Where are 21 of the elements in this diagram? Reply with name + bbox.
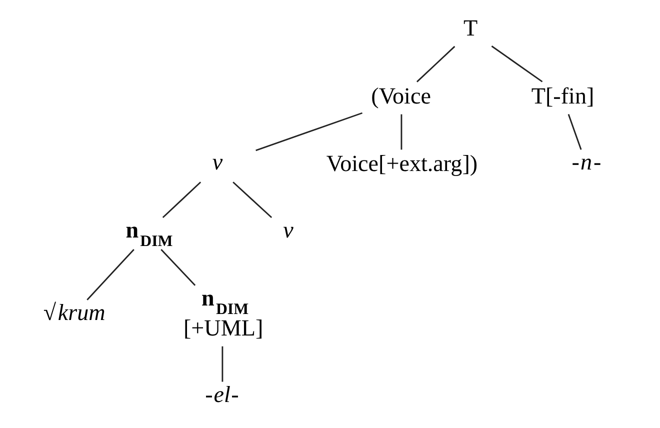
connector: [232, 182, 272, 218]
node-text: v: [283, 216, 294, 243]
node-text: -n-: [572, 148, 602, 175]
node-text: √krum: [43, 298, 106, 325]
connector: [400, 114, 402, 150]
connector: [222, 346, 224, 382]
node-text: T: [464, 14, 478, 40]
connector: [256, 112, 362, 152]
connector: [162, 182, 202, 218]
node-text: T[-fin]: [531, 82, 594, 108]
node-text: (Voice: [371, 82, 431, 108]
node-text: v: [212, 148, 223, 175]
node-text: -el-: [205, 381, 239, 408]
connector: [491, 46, 543, 82]
connector: [568, 114, 582, 150]
node-text: n$_{DIM}$: [126, 216, 173, 250]
connector: [416, 46, 456, 82]
node-text: Voice[+ext.arg]): [326, 150, 478, 176]
connector: [86, 249, 134, 300]
node-text: n$_{DIM}$ [+UML]: [183, 284, 264, 341]
connector: [160, 249, 196, 286]
